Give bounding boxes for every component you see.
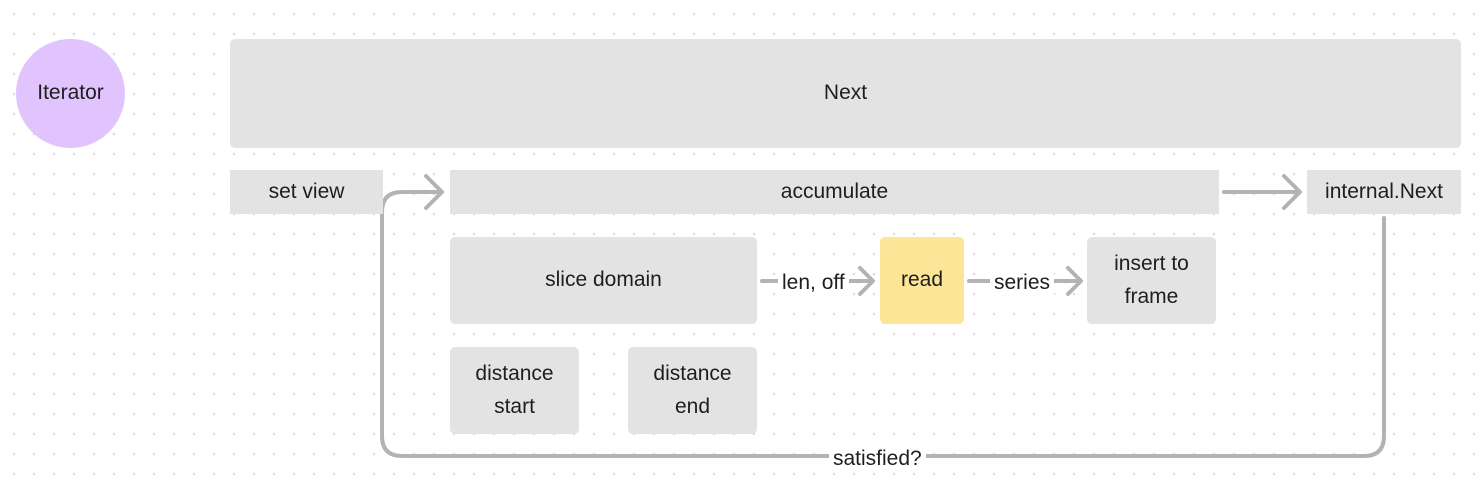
distance-end-label: distance end: [653, 361, 732, 418]
distance-end-node[interactable]: distance end: [628, 347, 757, 434]
iterator-node[interactable]: Iterator: [16, 39, 125, 148]
read-arrowhead: [858, 266, 875, 296]
read-node[interactable]: read: [880, 237, 964, 324]
iterator-label: Iterator: [37, 81, 104, 105]
set-view-node[interactable]: set view: [230, 170, 383, 214]
accumulate-entry-arrowhead: [424, 174, 444, 210]
distance-start-node[interactable]: distance start: [450, 347, 579, 434]
set-view-label: set view: [268, 179, 345, 203]
satisfied-edge-label: satisfied?: [829, 446, 926, 471]
insert-to-frame-label: insert to frame: [1114, 251, 1189, 308]
series-edge-label: series: [990, 270, 1055, 295]
accumulate-node[interactable]: accumulate: [450, 170, 1219, 214]
next-label: Next: [823, 81, 868, 105]
internal-next-label: internal.Next: [1325, 179, 1443, 203]
insert-to-frame-node[interactable]: insert to frame: [1087, 237, 1216, 324]
next-node[interactable]: Next: [230, 39, 1461, 148]
slice-domain-label: slice domain: [545, 268, 662, 292]
read-label: read: [900, 268, 944, 292]
internal-next-node[interactable]: internal.Next: [1307, 170, 1461, 214]
insert-arrowhead: [1066, 266, 1083, 296]
len-off-edge-label: len, off: [778, 270, 849, 295]
distance-start-label: distance start: [475, 361, 554, 418]
slice-domain-node[interactable]: slice domain: [450, 237, 757, 324]
internal-next-arrowhead: [1282, 174, 1302, 210]
accumulate-label: accumulate: [780, 179, 889, 203]
satisfied-loop-connector: [380, 190, 1386, 458]
